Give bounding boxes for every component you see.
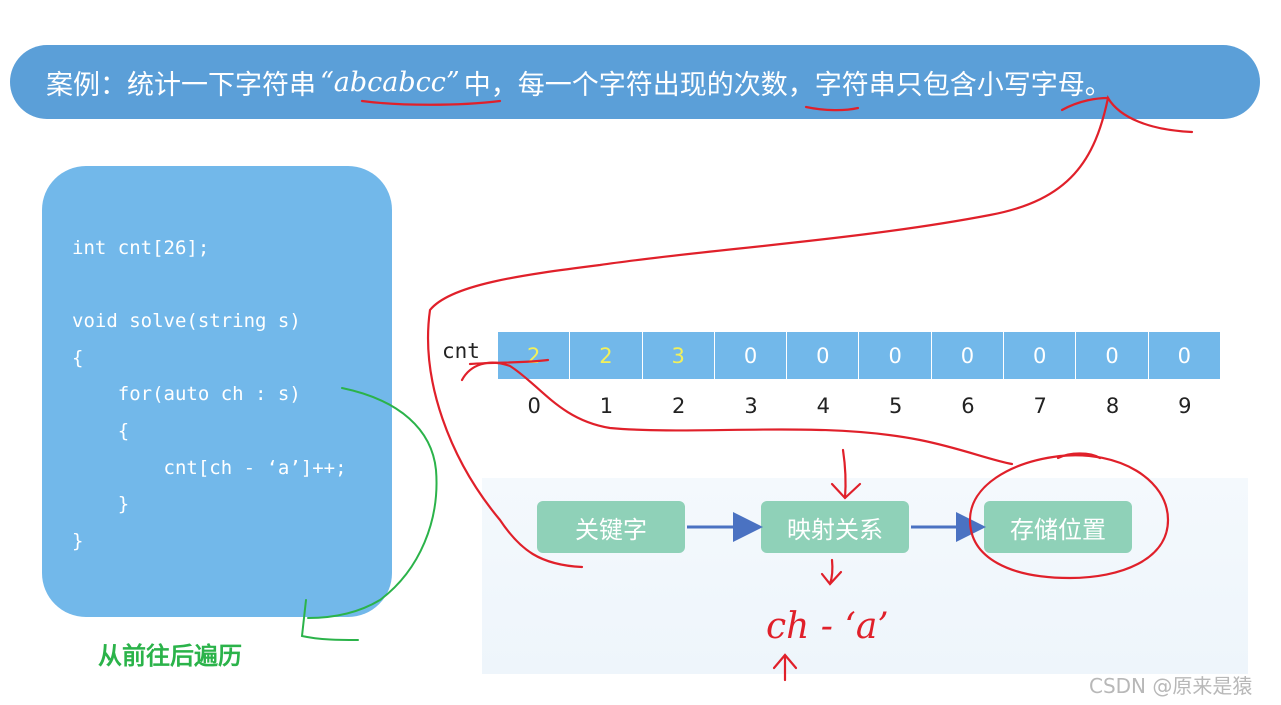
title-quoted-string: “abcabcc”: [320, 66, 460, 98]
arrow-to-annotation: [820, 558, 843, 586]
flow-box-storage: 存储位置: [984, 501, 1132, 553]
title-prefix: 案例：统计一下字符串: [46, 69, 316, 101]
array-index-5: 5: [888, 394, 903, 418]
array-cell-0: 2: [498, 332, 571, 379]
curve-cell-to-storage: [460, 361, 1014, 466]
title-banner: 案例：统计一下字符串 “abcabcc” 中，每一个字符出现的次数，字符串只包含…: [10, 45, 1260, 119]
array-index-0: 0: [527, 394, 541, 418]
code-snippet: int cnt[26]; void solve(string s) { for(…: [72, 237, 347, 552]
arrow-into-mapping: [830, 448, 862, 500]
array-index-3: 3: [744, 394, 758, 418]
array-cell-3: 0: [714, 332, 788, 379]
green-brace: [300, 387, 438, 641]
array-index-4: 4: [816, 394, 831, 418]
underline-count: [804, 105, 860, 112]
array-cell-5: 0: [859, 332, 932, 379]
circle-storage: [968, 454, 1170, 580]
array-index-7: 7: [1033, 394, 1047, 418]
array-cell-8: 0: [1076, 332, 1149, 379]
flow-box-keyword: 关键字: [537, 501, 685, 553]
annotation-ch-minus-a: ch - ‘a’: [766, 606, 889, 647]
underline-string: [360, 99, 502, 106]
array-label: cnt: [442, 339, 480, 363]
array-index-2: 2: [672, 394, 686, 418]
array-cell-1: 2: [570, 332, 643, 379]
curve-lowercase-to-array: [426, 95, 1194, 569]
flow-box-mapping: 映射关系: [761, 501, 909, 553]
array-cell-2: 3: [642, 332, 715, 379]
array-cell-7: 0: [1004, 332, 1077, 379]
array-index-1: 1: [599, 394, 614, 418]
circle-storage-tail: [1056, 452, 1102, 460]
array-index-8: 8: [1105, 394, 1120, 418]
array-cell-4: 0: [787, 332, 860, 379]
title-suffix: 中，每一个字符出现的次数，字符串只包含小写字母。: [463, 69, 1112, 101]
code-card: int cnt[26]; void solve(string s) { for(…: [42, 166, 392, 617]
curve-lowercase-right: [1060, 96, 1110, 112]
array-cell-9: 0: [1148, 332, 1221, 379]
caption-traverse: 从前往后遍历: [98, 642, 242, 670]
watermark: CSDN @原来是猿: [1089, 674, 1253, 698]
strike-cell0: [468, 358, 550, 366]
array-indices: 0 1 2 3 4 5 6 7 8 9: [498, 394, 1221, 418]
array-index-6: 6: [961, 394, 975, 418]
array-index-9: 9: [1178, 394, 1192, 418]
array-cell-6: 0: [931, 332, 1005, 379]
arrow-up-annotation: [772, 653, 798, 682]
